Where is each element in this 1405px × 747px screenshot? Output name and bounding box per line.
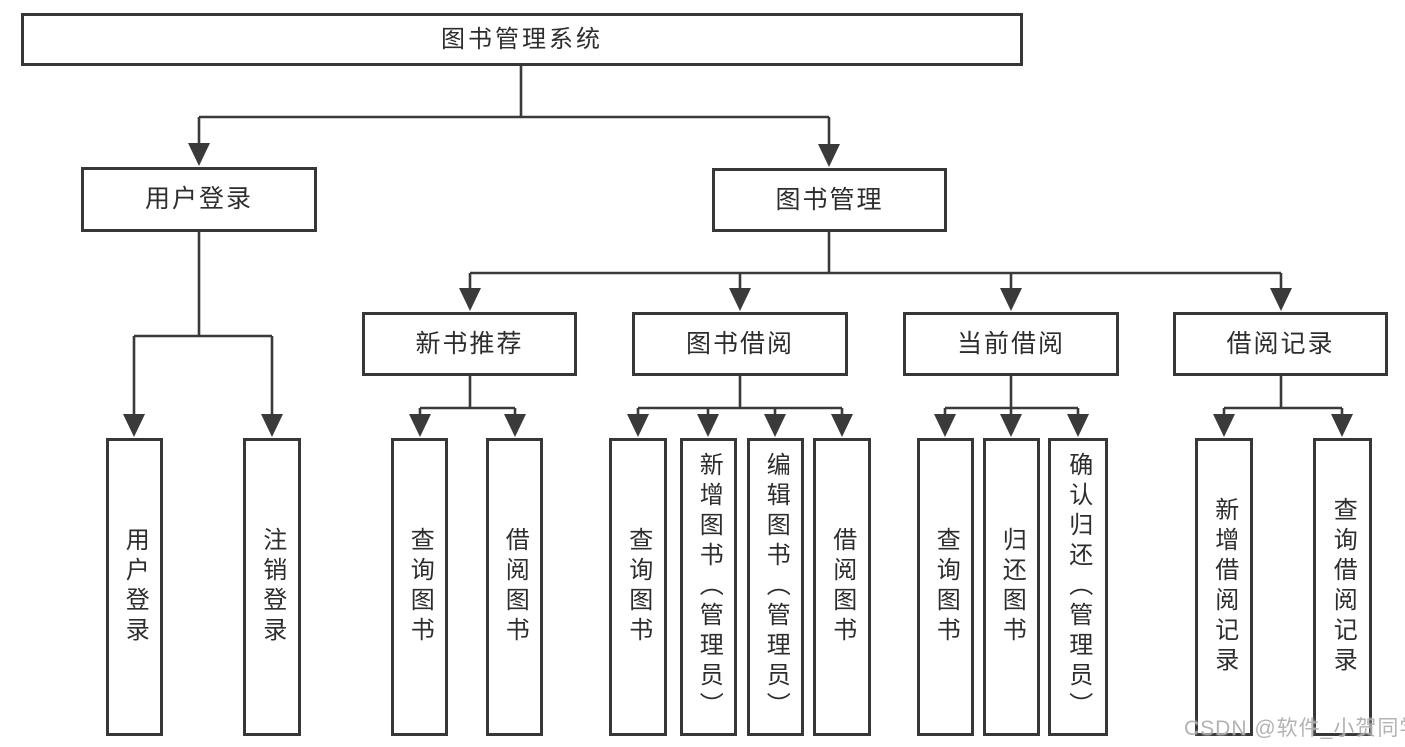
connector-book-borrow-fork xyxy=(636,375,844,417)
connector-current-borrow-fork xyxy=(943,375,1080,417)
node-current-borrow: 当前借阅 xyxy=(903,312,1119,376)
leaf-logout: 注销登录 xyxy=(243,438,301,736)
leaf-borrow-query-books: 查询图书 xyxy=(609,438,667,736)
connector-borrow-records-fork xyxy=(1222,375,1344,417)
leaf-borrow-books: 借阅图书 xyxy=(813,438,871,736)
node-book-management: 图书管理 xyxy=(712,168,947,232)
leaf-add-books-admin: 新增图书（管理员） xyxy=(680,438,737,736)
leaf-user-login: 用户登录 xyxy=(106,438,163,736)
leaf-recommend-query-books: 查询图书 xyxy=(391,438,448,736)
connector-user-login-to-leaves xyxy=(132,231,274,417)
node-book-borrow: 图书借阅 xyxy=(632,312,848,376)
csdn-watermark: CSDN @软件_小贺同学 xyxy=(1184,717,1405,740)
node-user-login: 用户登录 xyxy=(81,167,317,232)
node-root-system: 图书管理系统 xyxy=(21,13,1023,66)
connector-book-management-to-level3 xyxy=(468,231,1283,291)
connector-new-book-recommend-fork xyxy=(418,375,517,417)
arrowheads xyxy=(123,143,1353,437)
node-borrow-records: 借阅记录 xyxy=(1173,312,1388,376)
leaf-edit-books-admin: 编辑图书（管理员） xyxy=(747,438,804,736)
leaf-current-query-books: 查询图书 xyxy=(917,438,974,736)
leaf-confirm-return-admin: 确认归还（管理员） xyxy=(1048,438,1108,736)
leaf-query-borrow-record: 查询借阅记录 xyxy=(1313,438,1372,736)
leaf-recommend-borrow-books: 借阅图书 xyxy=(486,438,543,736)
leaf-return-books: 归还图书 xyxy=(983,438,1040,736)
node-new-book-recommend: 新书推荐 xyxy=(362,312,577,376)
connector-root-to-level2 xyxy=(197,66,831,147)
leaf-add-borrow-record: 新增借阅记录 xyxy=(1195,438,1253,736)
